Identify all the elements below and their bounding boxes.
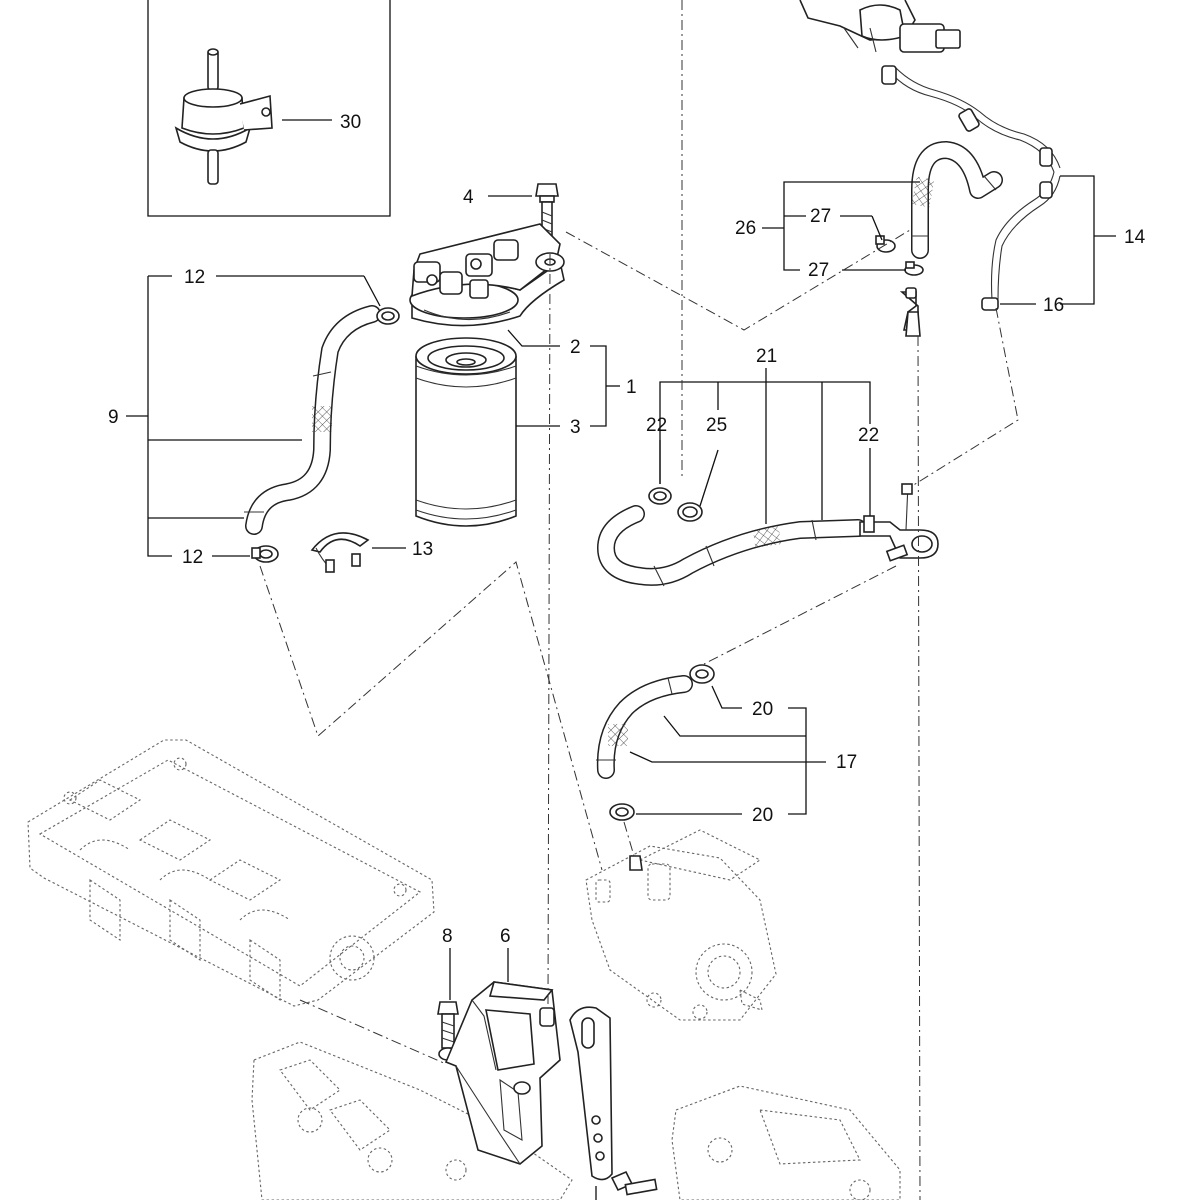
intake-manifold-reference (251, 1041, 573, 1200)
callout-22-right: 22 (858, 425, 879, 446)
callout-21: 21 (756, 346, 777, 367)
callout-6: 6 (500, 926, 511, 947)
callout-22-left: 22 (646, 415, 667, 436)
callout-8: 8 (442, 926, 453, 947)
callout-27-lower: 27 (808, 260, 829, 281)
hose-clamp-22-right (863, 515, 875, 533)
hose-clamp-12-lower (251, 545, 279, 563)
hose-assembly-26 (899, 141, 1003, 337)
assembly-dash-lines (259, 0, 1019, 1200)
injection-pump-reference (585, 829, 777, 1021)
callout-26: 26 (735, 218, 756, 239)
callout-14: 14 (1124, 227, 1146, 248)
callout-1: 1 (626, 377, 637, 398)
hose-clamp-20-lower (609, 803, 635, 821)
filter-head-2 (409, 223, 565, 327)
callout-3: 3 (570, 417, 581, 438)
hose-clamps-27 (875, 235, 924, 276)
hose-clamp-25 (677, 502, 703, 522)
hose-clamp-12-upper (376, 307, 400, 325)
wiring-harness-14 (799, 0, 1061, 301)
callout-17: 17 (836, 752, 857, 773)
inset-box-fuel-pump: 30 (147, 0, 391, 217)
hose-clamp-22-left (648, 487, 672, 505)
callout-25: 25 (706, 415, 727, 436)
hose-assembly-17 (596, 675, 693, 779)
leadline-14 (1060, 175, 1116, 305)
callout-2: 2 (570, 337, 581, 358)
callout-13: 13 (412, 539, 433, 560)
filter-cartridge-3 (415, 337, 517, 527)
band-clamp-13 (310, 532, 370, 573)
clip-16 (981, 297, 999, 311)
callout-30: 30 (340, 112, 361, 133)
callout-9: 9 (108, 407, 119, 428)
thermostat-housing-reference (671, 1085, 901, 1200)
bolt-lower (610, 1170, 658, 1196)
callout-27-upper: 27 (810, 206, 831, 227)
callout-12-lower: 12 (182, 547, 203, 568)
lifting-strap (569, 1006, 613, 1181)
hose-assembly-9 (244, 305, 381, 535)
cylinder-head-reference (27, 739, 435, 1007)
hose-clamp-20-upper (689, 664, 715, 684)
callout-16: 16 (1043, 295, 1064, 316)
callout-20-lower: 20 (752, 805, 773, 826)
engine-bracket-6 (444, 981, 561, 1165)
callout-20-upper: 20 (752, 699, 773, 720)
fuel-pump-30 (174, 48, 273, 185)
callout-4: 4 (463, 187, 474, 208)
callout-12-upper: 12 (184, 267, 205, 288)
